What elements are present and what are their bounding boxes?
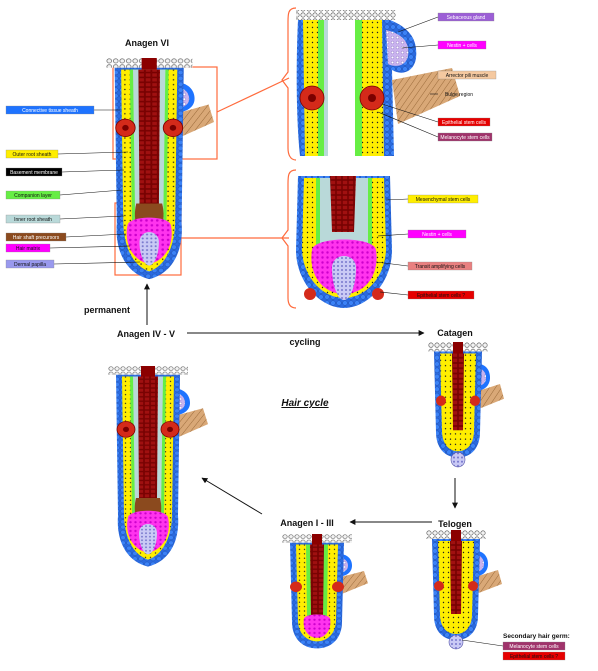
legend-basement-membrane: Basement membrane bbox=[6, 168, 124, 176]
catagen-follicle bbox=[428, 342, 504, 467]
cycling-label: cycling bbox=[289, 337, 320, 347]
tag-label: Connective tissue sheath bbox=[22, 108, 78, 114]
tag-label: Mesenchymal stem cells bbox=[416, 197, 471, 203]
legend-outer-root-sheath: Outer root sheath bbox=[6, 150, 128, 158]
tag-label: Nestin + cells bbox=[422, 232, 452, 238]
legend-inner-root-sheath: Inner root sheath bbox=[6, 215, 124, 223]
legend-companion-layer: Companion layer bbox=[6, 190, 122, 199]
tag-label: Dermal papilla bbox=[14, 262, 46, 268]
leader-line bbox=[62, 170, 124, 172]
stage-label-anagen-iv-v: Anagen IV - V bbox=[117, 329, 175, 339]
shg-epithelial-stem-cells: Epithelial stem cells ? bbox=[503, 652, 565, 660]
tag-label: Melanocyte stem cells bbox=[509, 644, 559, 650]
leader-line bbox=[60, 190, 122, 195]
lower-bracket bbox=[282, 170, 296, 308]
stage-label-anagen-i-iii: Anagen I - III bbox=[280, 518, 334, 528]
tag-label: Basement membrane bbox=[10, 170, 58, 176]
leader-line bbox=[50, 246, 130, 248]
tag-label: Bulge region bbox=[445, 92, 473, 98]
legend-dermal-papilla: Dermal papilla bbox=[6, 260, 140, 268]
leader-line bbox=[462, 640, 503, 646]
leader-line bbox=[398, 17, 438, 32]
tag-label: Epithelial stem cells ? bbox=[510, 654, 558, 660]
bulge-enlarged-view bbox=[296, 10, 460, 156]
stage-label-anagen-vi: Anagen VI bbox=[125, 38, 169, 48]
callout-arrector-pili-muscle: Arrector pili muscle bbox=[438, 71, 496, 79]
tag-label: Inner root sheath bbox=[14, 217, 52, 223]
secondary-hair-germ-title: Secondary hair germ: bbox=[503, 633, 570, 640]
callout-sebaceous-gland: Sebaceous gland bbox=[398, 13, 494, 32]
secondary-hair-germ-legend: Secondary hair germ: Melanocyte stem cel… bbox=[462, 633, 570, 660]
bulge-connector bbox=[217, 78, 289, 112]
anagen-iv-v-follicle bbox=[108, 366, 208, 567]
stage-label-catagen: Catagen bbox=[437, 328, 473, 338]
telogen-follicle bbox=[426, 530, 502, 649]
tag-label: Epithelial stem cells bbox=[442, 120, 486, 126]
tag-label: Nestin + cells bbox=[447, 43, 477, 49]
anagen-i-iii-follicle bbox=[282, 534, 368, 648]
upper-bracket bbox=[282, 8, 296, 160]
tag-label: Companion layer bbox=[14, 193, 52, 199]
callout-epithelial-stem-cells: Epithelial stem cells ? bbox=[380, 291, 474, 299]
tag-label: Outer root sheath bbox=[13, 152, 52, 158]
callout-melanocyte-stem-cells: Melanocyte stem cells bbox=[378, 112, 492, 141]
bulb-enlarged-view bbox=[296, 176, 392, 308]
tag-label: Melanocyte stem cells bbox=[440, 135, 490, 141]
tag-label: Sebaceous gland bbox=[447, 15, 486, 21]
legend-hair-matrix: Hair matrix bbox=[6, 244, 130, 252]
tag-label: Transit amplifying cells bbox=[415, 264, 466, 270]
anagen-to-anagen-iv-v-arrow bbox=[202, 478, 262, 514]
tag-label: Hair shaft precursors bbox=[13, 235, 60, 241]
diagram-title: Hair cycle bbox=[281, 398, 329, 409]
callout-mesenchymal-stem-cells: Mesenchymal stem cells bbox=[386, 195, 478, 203]
tag-label: Arrector pili muscle bbox=[446, 73, 489, 79]
legend-hair-shaft-precursors: Hair shaft precursors bbox=[6, 233, 126, 241]
tag-label: Epithelial stem cells ? bbox=[417, 293, 465, 299]
stage-label-telogen: Telogen bbox=[438, 519, 472, 529]
permanent-label: permanent bbox=[84, 305, 130, 315]
legend-connective-tissue-sheath: Connective tissue sheath bbox=[6, 106, 120, 114]
leader-line bbox=[380, 292, 408, 295]
shg-melanocyte-stem-cells: Melanocyte stem cells bbox=[462, 640, 565, 650]
tag-label: Hair matrix bbox=[16, 246, 41, 252]
